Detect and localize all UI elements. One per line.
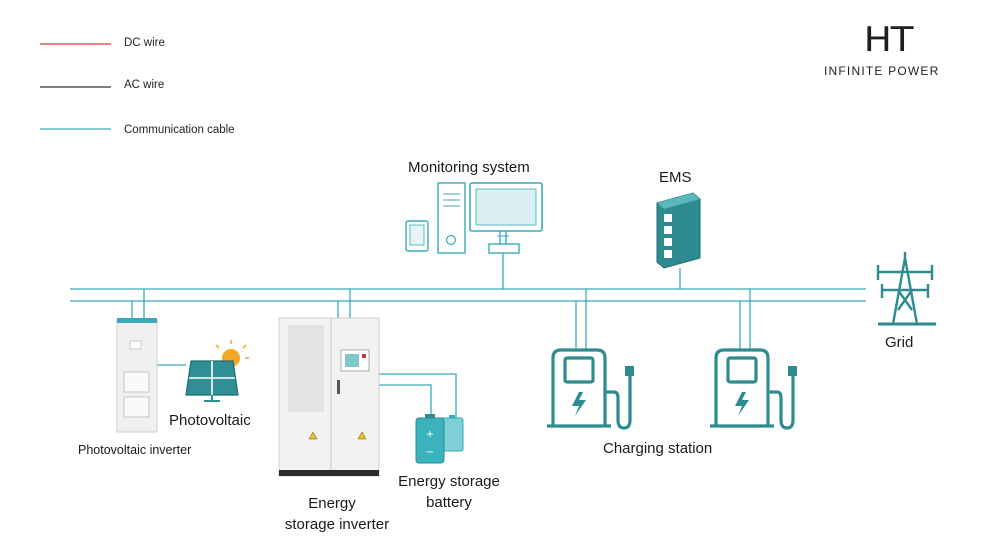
legend-dc-label: DC wire	[124, 37, 165, 49]
photovoltaic-label: Photovoltaic	[169, 412, 251, 429]
company-logo-tagline: INFINITE POWER	[824, 64, 940, 78]
ems-server-icon	[656, 192, 701, 269]
charging-station-icon-1	[547, 348, 634, 430]
storage-inverter-label-line2: storage inverter	[284, 516, 390, 533]
battery-icon: + −	[415, 414, 464, 464]
battery-label-line1: Energy storage	[398, 473, 500, 490]
legend-ac-label: AC wire	[124, 79, 165, 91]
grid-label: Grid	[885, 334, 914, 351]
company-logo-mark: HT	[863, 20, 914, 60]
grid-tower-icon	[876, 252, 936, 326]
svg-text:+: +	[426, 429, 434, 440]
energy-storage-cabinet-icon	[278, 317, 380, 477]
pv-inverter-label: Photovoltaic inverter	[78, 443, 192, 457]
solar-panel-icon	[185, 340, 249, 402]
tablet-icon	[405, 220, 429, 252]
charging-station-icon-2	[710, 348, 797, 430]
charging-station-label: Charging station	[603, 440, 713, 457]
legend-comm-label: Communication cable	[124, 124, 235, 136]
storage-inverter-label-line1: Energy	[308, 495, 356, 512]
pv-inverter-cabinet-icon	[116, 318, 158, 433]
battery-label-line2: battery	[426, 494, 472, 511]
ems-label: EMS	[659, 169, 692, 186]
monitor-icon	[469, 182, 543, 254]
svg-text:−: −	[426, 447, 434, 458]
monitoring-system-label: Monitoring system	[408, 159, 530, 176]
pc-tower-icon	[437, 182, 466, 254]
